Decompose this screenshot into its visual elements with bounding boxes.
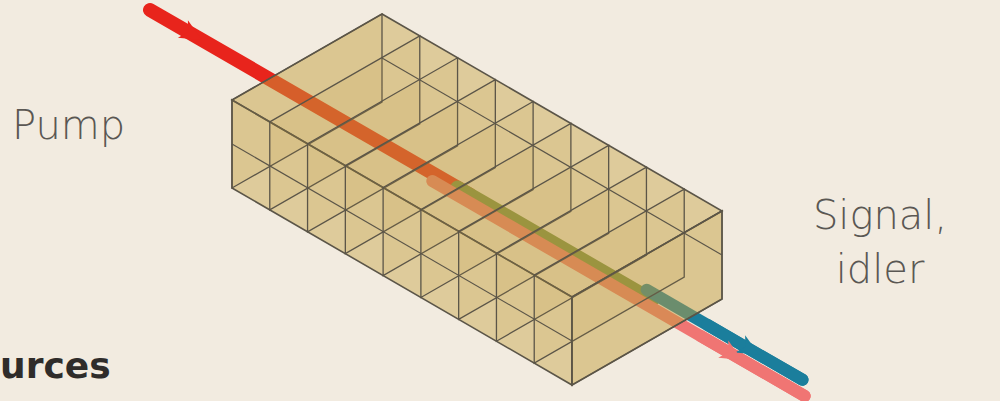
label: urces bbox=[0, 342, 200, 391]
mid-line bbox=[382, 58, 722, 255]
exit-beam bbox=[707, 325, 802, 380]
arrowhead bbox=[178, 20, 202, 40]
arrowhead bbox=[735, 335, 759, 355]
poled-crystal bbox=[232, 14, 722, 385]
beams bbox=[150, 10, 805, 396]
label: Pump bbox=[12, 98, 212, 152]
arrowheads bbox=[178, 20, 805, 396]
label: Signal, idler bbox=[790, 188, 970, 296]
poling-domain bbox=[572, 211, 722, 385]
mid-line bbox=[232, 144, 572, 341]
arrowhead bbox=[718, 340, 742, 360]
